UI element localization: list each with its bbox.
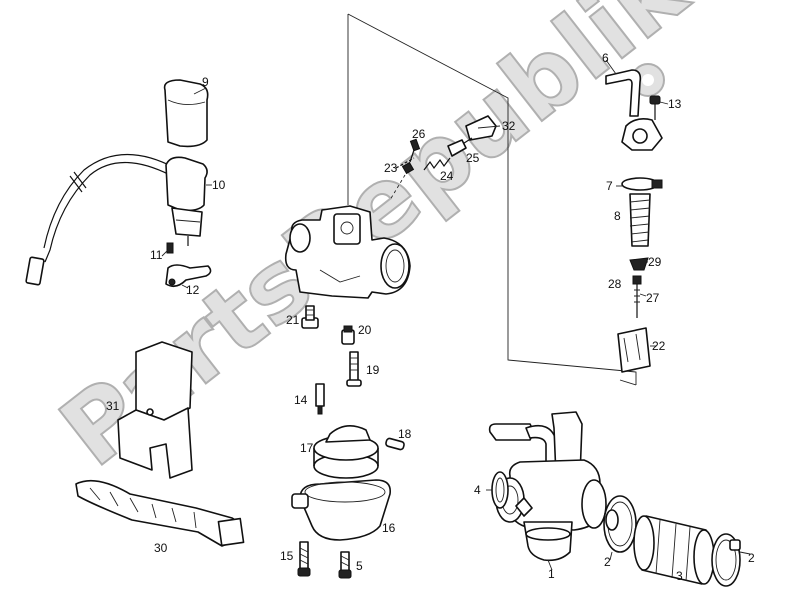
- callout-25: 25: [466, 151, 480, 165]
- callout-19: 19: [366, 363, 380, 377]
- callout-30: 30: [154, 541, 168, 555]
- callout-12: 12: [186, 283, 200, 297]
- callout-2-right: 2: [748, 551, 755, 565]
- callout-11: 11: [150, 248, 163, 262]
- part-carburettor-body: [284, 205, 411, 299]
- part-hose: [75, 479, 245, 547]
- part-spring-8: [629, 193, 651, 247]
- callout-7: 7: [606, 179, 613, 193]
- part-holder-block: [117, 341, 193, 479]
- part-fuel-pipe: [605, 69, 642, 117]
- part-clip-29: [629, 257, 649, 271]
- callout-32: 32: [502, 119, 516, 133]
- callout-16: 16: [382, 521, 396, 535]
- part-idle-jet: [315, 383, 325, 415]
- group-outline: [347, 13, 637, 385]
- leader-lines: [161, 59, 751, 571]
- callout-6: 6: [602, 51, 609, 65]
- callout-10: 10: [212, 178, 226, 192]
- part-bracket: [165, 242, 212, 288]
- callout-14: 14: [294, 393, 308, 407]
- part-needle: [632, 275, 642, 318]
- part-cap: [163, 79, 209, 148]
- part-float-bowl: [291, 479, 392, 541]
- callout-8: 8: [614, 209, 621, 223]
- callout-15: 15: [280, 549, 294, 563]
- callout-28: 28: [608, 277, 622, 291]
- part-spark-plug-cap: [25, 153, 208, 286]
- callout-27: 27: [646, 291, 660, 305]
- callout-9: 9: [202, 75, 209, 89]
- callout-22: 22: [652, 339, 666, 353]
- part-spring: [423, 157, 451, 171]
- callout-17: 17: [300, 441, 314, 455]
- part-emulsion-tube: [346, 351, 362, 387]
- part-float: [313, 425, 379, 479]
- callout-2-left: 2: [604, 555, 611, 569]
- part-clip-7: [621, 177, 663, 191]
- part-screw-13: [649, 95, 661, 120]
- part-mixing-cover: [621, 118, 663, 151]
- callout-3: 3: [676, 569, 683, 583]
- callout-5: 5: [356, 559, 363, 573]
- callout-29: 29: [648, 255, 662, 269]
- part-screw-26: [409, 138, 421, 163]
- part-slide: [617, 327, 651, 373]
- part-screw-15: [297, 541, 311, 577]
- callout-20: 20: [358, 323, 372, 337]
- part-float-pin: [385, 437, 405, 451]
- part-jet-20: [341, 325, 355, 345]
- callout-13: 13: [668, 97, 682, 111]
- callout-26: 26: [412, 127, 426, 141]
- callout-31: 31: [106, 399, 120, 413]
- callout-23: 23: [384, 161, 398, 175]
- part-carburettor-assembly: [488, 411, 607, 562]
- group-outline-tail: [619, 379, 637, 386]
- callouts: 1 2 2 3 4 5 6 7 8 9 10 11 12 13 14 15 16…: [106, 51, 755, 583]
- part-clamp-right: [711, 533, 741, 587]
- part-ring-4: [491, 471, 509, 509]
- part-intake-sleeve: [633, 515, 715, 585]
- part-main-jet: [301, 305, 319, 329]
- callout-1: 1: [548, 567, 555, 581]
- callout-18: 18: [398, 427, 412, 441]
- callout-24: 24: [440, 169, 454, 183]
- callout-21: 21: [286, 313, 300, 327]
- callout-4: 4: [474, 483, 481, 497]
- part-clamp-left: [603, 495, 637, 553]
- leader-dash: [389, 174, 406, 201]
- part-screw-5: [338, 551, 352, 579]
